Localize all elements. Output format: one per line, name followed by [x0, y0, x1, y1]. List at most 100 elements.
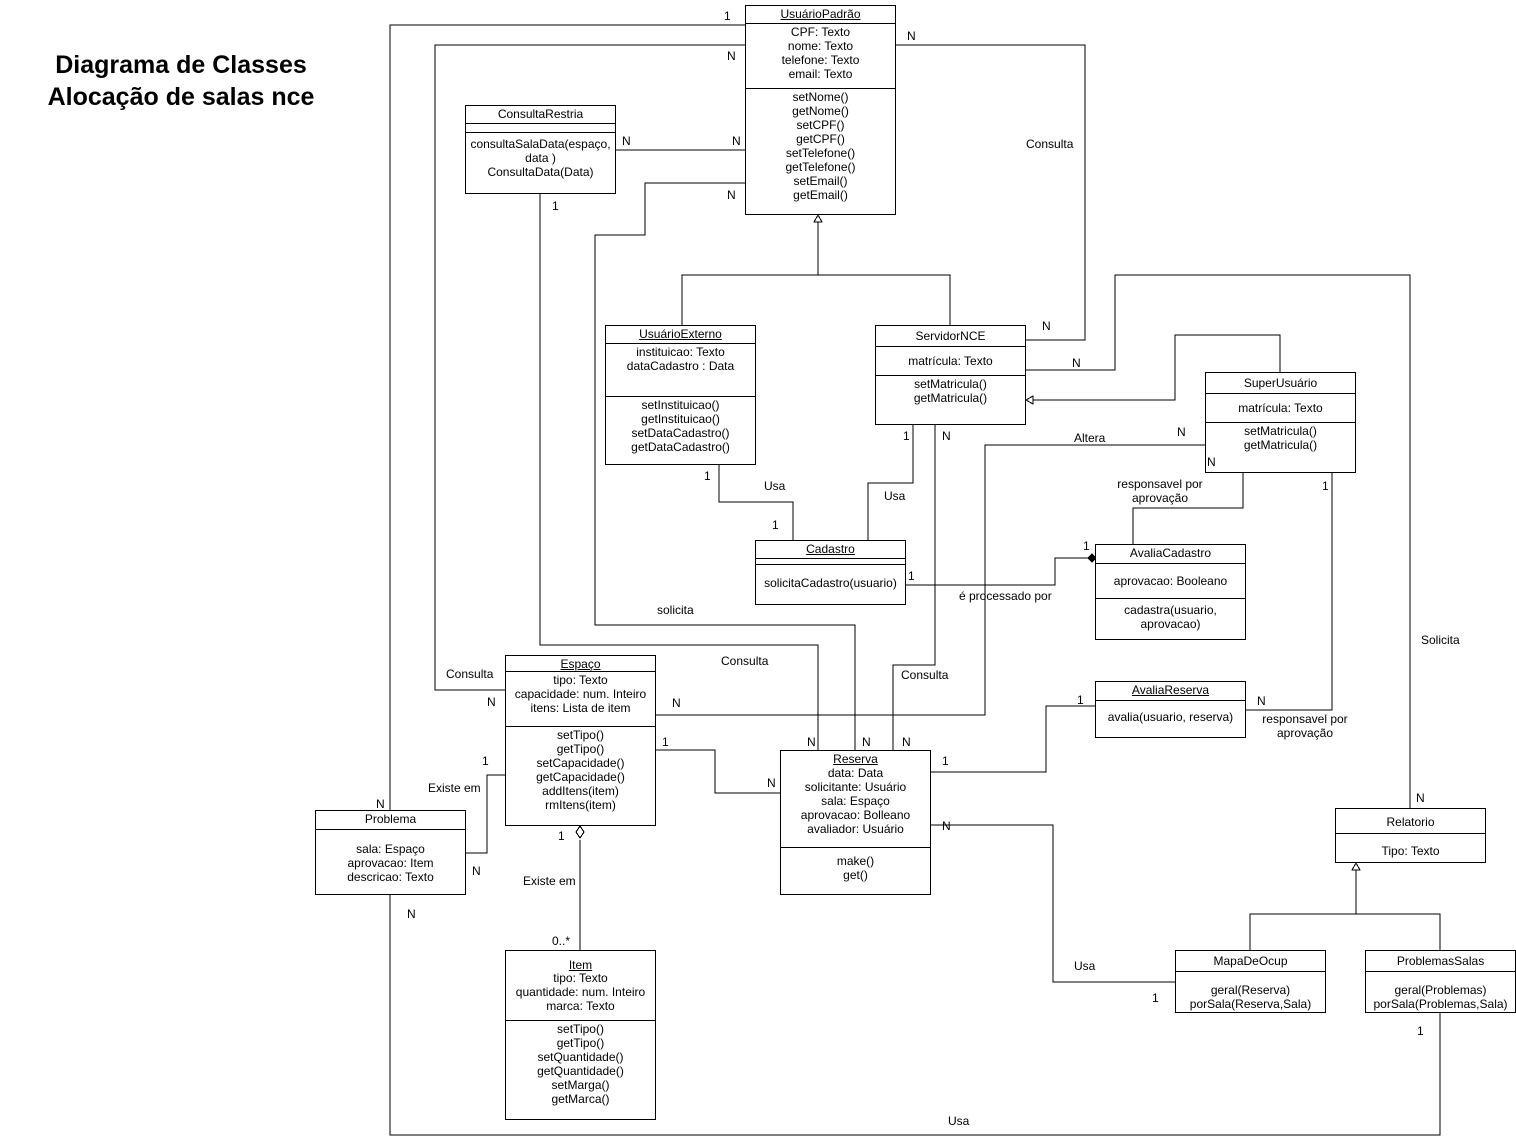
association-label: solicita — [657, 603, 694, 617]
class-avalia-cadastro[interactable]: AvaliaCadastro aprovacao: Booleano cadas… — [1095, 544, 1246, 640]
multiplicity-label: 1 — [724, 9, 731, 23]
class-problema[interactable]: Problema sala: Espaço aprovacao: Item de… — [315, 810, 466, 895]
class-operations: setNome() getNome() setCPF() getCPF() se… — [785, 90, 856, 202]
class-operations: setTipo() getTipo() setCapacidade() getC… — [536, 728, 625, 812]
multiplicity-label: N — [622, 134, 631, 148]
association-label: Usa — [884, 489, 906, 503]
multiplicity-label: 1 — [1322, 479, 1329, 493]
edge-servidornce-cadastro — [867, 425, 914, 540]
association-label: Existe em — [428, 781, 481, 795]
multiplicity-label: 1 — [1083, 539, 1090, 553]
association-label: responsavel por aprovação — [1117, 477, 1203, 505]
class-attributes: aprovacao: Booleano — [1096, 564, 1245, 599]
class-attributes: Tipo: Texto — [1381, 844, 1440, 858]
class-reserva[interactable]: Reserva data: Data solicitante: Usuário … — [780, 750, 931, 895]
edge-generalization-relatorio — [1249, 913, 1441, 950]
multiplicity-label: 1 — [942, 754, 949, 768]
class-problemas-salas[interactable]: ProblemasSalas geral(Problemas) porSala(… — [1365, 950, 1516, 1013]
edge-superusuario-espaco — [655, 444, 1205, 716]
association-label: é processado por — [959, 589, 1052, 603]
class-cadastro[interactable]: Cadastro solicitaCadastro(usuario) — [755, 540, 906, 605]
class-espaco[interactable]: Espaço tipo: Texto capacidade: num. Inte… — [505, 655, 656, 826]
multiplicity-label: 1 — [772, 518, 779, 532]
class-super-usuario[interactable]: SuperUsuário matrícula: Texto setMatricu… — [1205, 372, 1356, 473]
class-operations: solicitaCadastro(usuario) — [764, 576, 897, 590]
edge-superusuario-avaliacadastro — [1132, 473, 1244, 545]
multiplicity-label: N — [1207, 455, 1216, 469]
class-operations: avalia(usuario, reserva) — [1107, 710, 1234, 724]
association-label: Consulta — [1026, 137, 1074, 151]
multiplicity-label: N — [1072, 356, 1081, 370]
multiplicity-label: N — [907, 29, 916, 43]
class-name: Relatorio — [1336, 809, 1485, 834]
class-usuario-externo[interactable]: UsuárioExterno instituicao: Texto dataCa… — [605, 325, 756, 465]
multiplicity-label: N — [727, 188, 736, 202]
edge-generalization-usuariopadrao — [681, 274, 951, 325]
class-name: AvaliaCadastro — [1096, 545, 1245, 564]
association-label: Consulta — [446, 667, 494, 681]
class-attributes: CPF: Texto nome: Texto telefone: Texto e… — [746, 24, 895, 89]
class-name: SuperUsuário — [1206, 373, 1355, 394]
multiplicity-label: 1 — [1077, 693, 1084, 707]
class-servidor-nce[interactable]: ServidorNCE matrícula: Texto setMatricul… — [875, 325, 1026, 425]
multiplicity-label: N — [902, 735, 911, 749]
multiplicity-label: 1 — [1417, 1024, 1424, 1038]
multiplicity-label: N — [942, 819, 951, 833]
class-item[interactable]: Item tipo: Texto quantidade: num. Inteir… — [505, 950, 656, 1120]
class-attributes: matrícula: Texto — [876, 347, 1025, 376]
edge-superusuario-servidornce — [1033, 334, 1281, 401]
class-operations: setTipo() getTipo() setQuantidade() getQ… — [537, 1022, 624, 1106]
edge-reserva-avaliareserva — [930, 705, 1095, 773]
association-label: Usa — [948, 1114, 970, 1128]
multiplicity-label: 0..* — [552, 934, 571, 948]
edge-superusuario-avaliareserva — [1245, 473, 1333, 711]
inheritance-arrow-rel — [1351, 861, 1361, 871]
multiplicity-label: N — [376, 797, 385, 811]
edge-servidornce-reserva — [892, 425, 936, 750]
association-label: Altera — [1074, 431, 1106, 445]
class-usuario-padrao[interactable]: UsuárioPadrão CPF: Texto nome: Texto tel… — [745, 5, 896, 215]
multiplicity-label: N — [672, 696, 681, 710]
multiplicity-label: 1 — [908, 569, 915, 583]
edge-espaco-usuariopadrao — [434, 44, 745, 691]
multiplicity-label: 1 — [482, 754, 489, 768]
class-operations: make() get() — [836, 854, 875, 882]
multiplicity-label: N — [767, 776, 776, 790]
inheritance-arrow — [813, 213, 823, 223]
multiplicity-label: N — [1042, 319, 1051, 333]
edge-cadastro-avaliacadastro — [905, 557, 1088, 586]
class-operations: setInstituicao() getInstituicao() setDat… — [631, 398, 730, 454]
aggregation-diamond — [575, 825, 585, 839]
class-avalia-reserva[interactable]: AvaliaReserva avalia(usuario, reserva) — [1095, 681, 1246, 738]
edge-reserva-mapadeocup — [930, 824, 1175, 983]
association-label: responsavel por aprovação — [1262, 712, 1348, 740]
inheritance-arrow-super — [1024, 395, 1034, 405]
class-mapa-de-ocup[interactable]: MapaDeOcup geral(Reserva) porSala(Reserv… — [1175, 950, 1326, 1013]
class-name: UsuárioExterno — [606, 326, 755, 344]
class-name: Reserva — [833, 752, 878, 766]
multiplicity-label: N — [1257, 694, 1266, 708]
edge-problema-usuariopadrao — [389, 24, 745, 810]
class-consulta-restria[interactable]: ConsultaRestria consultaSalaData(espaço,… — [465, 105, 616, 194]
edge-usuariopadrao-servidornce — [895, 44, 1086, 341]
edge-usuarioexterno-cadastro — [718, 465, 794, 540]
multiplicity-label: N — [472, 864, 481, 878]
multiplicity-label: N — [942, 429, 951, 443]
class-relatorio[interactable]: Relatorio Tipo: Texto — [1335, 808, 1486, 863]
association-label: Existe em — [523, 874, 576, 888]
association-label: Usa — [764, 479, 786, 493]
multiplicity-label: N — [407, 907, 416, 921]
class-operations: cadastra(usuario, aprovacao) — [1124, 603, 1217, 631]
class-attributes — [466, 124, 615, 133]
diagram-title-line2: Alocação de salas nce — [47, 83, 315, 111]
edge-consultarestria-reserva — [539, 193, 819, 750]
edge-problema-espaco — [465, 774, 505, 854]
class-attributes: geral(Reserva) porSala(Reserva,Sala) — [1189, 983, 1312, 1011]
class-operations: setMatricula() getMatricula() — [1243, 424, 1318, 452]
class-attributes: instituicao: Texto dataCadastro : Data — [606, 344, 755, 397]
class-name: Cadastro — [756, 541, 905, 559]
association-label: Consulta — [721, 654, 769, 668]
multiplicity-label: 1 — [704, 469, 711, 483]
